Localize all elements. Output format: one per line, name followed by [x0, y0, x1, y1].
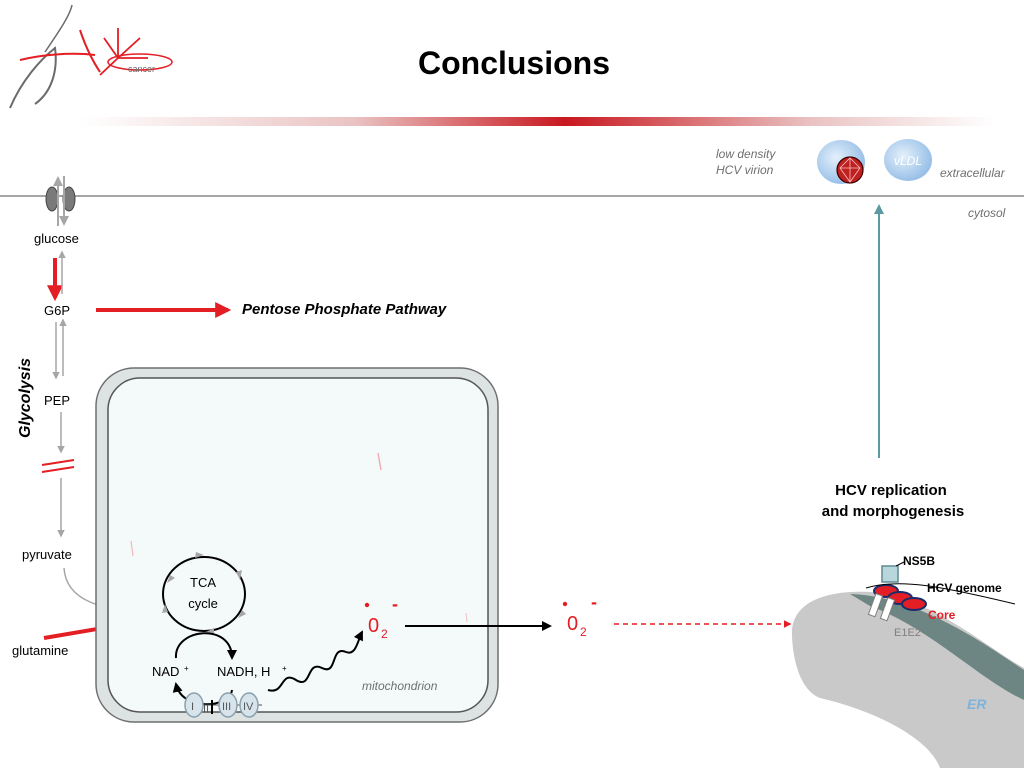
logo: cancer — [10, 5, 172, 108]
glucose-label: glucose — [34, 231, 79, 246]
superoxide-subscript: 2 — [580, 625, 587, 639]
superoxide-minus: - — [591, 592, 597, 612]
low-density-label-line1: low density — [716, 147, 776, 161]
superoxide-cytosol: - 0 2 — [563, 592, 597, 639]
radical-dot — [563, 602, 567, 606]
nad-plus: + — [184, 664, 189, 673]
pentose-label: Pentose Phosphate Pathway — [242, 301, 447, 318]
tca-label-line1: TCA — [190, 575, 216, 590]
logo-text: cancer — [128, 64, 155, 74]
inhibition-mark-1 — [42, 460, 74, 465]
complex-iv-label: IV — [243, 701, 254, 713]
low-density-label-line2: HCV virion — [716, 163, 774, 177]
er-label: ER — [967, 696, 987, 712]
nadh-plus: + — [282, 664, 287, 673]
superoxide-subscript: 2 — [381, 627, 388, 641]
ns5b-protein — [882, 566, 898, 582]
superoxide-label: 0 — [567, 613, 578, 635]
header-bar — [80, 117, 995, 126]
superoxide-minus: - — [392, 594, 398, 614]
glucose-transporter-icon — [46, 176, 75, 226]
core-label: Core — [928, 608, 956, 622]
radical-dot — [365, 603, 369, 607]
core-protein — [902, 598, 926, 610]
slide-title: Conclusions — [418, 45, 610, 81]
vldl-label: vLDL — [894, 154, 922, 168]
ns5b-label: NS5B — [903, 554, 935, 568]
complex-iii-label: III — [222, 701, 231, 713]
nadh-label: NADH, H — [217, 664, 270, 679]
mitochondrion-label: mitochondrion — [362, 679, 438, 693]
inhibition-mark-2 — [42, 467, 74, 472]
superoxide-label: 0 — [368, 615, 379, 637]
e1e2-label: E1E2 — [894, 627, 921, 639]
glutamine-label: glutamine — [12, 643, 68, 658]
glycolysis-label: Glycolysis — [17, 358, 34, 438]
tca-label-line2: cycle — [188, 596, 218, 611]
complex-i-label: I — [191, 701, 194, 713]
pep-label: PEP — [44, 393, 70, 408]
hcv-replication-label-line2: and morphogenesis — [822, 503, 965, 520]
nad-label: NAD — [152, 664, 179, 679]
cytosol-label: cytosol — [968, 206, 1006, 220]
hcv-replication-label-line1: HCV replication — [835, 482, 947, 499]
g6p-label: G6P — [44, 303, 70, 318]
hcv-genome-label: HCV genome — [927, 581, 1002, 595]
pyruvate-label: pyruvate — [22, 547, 72, 562]
extracellular-label: extracellular — [940, 166, 1006, 180]
endoplasmic-reticulum — [792, 592, 1024, 768]
complex-ii-label: II — [203, 703, 209, 715]
